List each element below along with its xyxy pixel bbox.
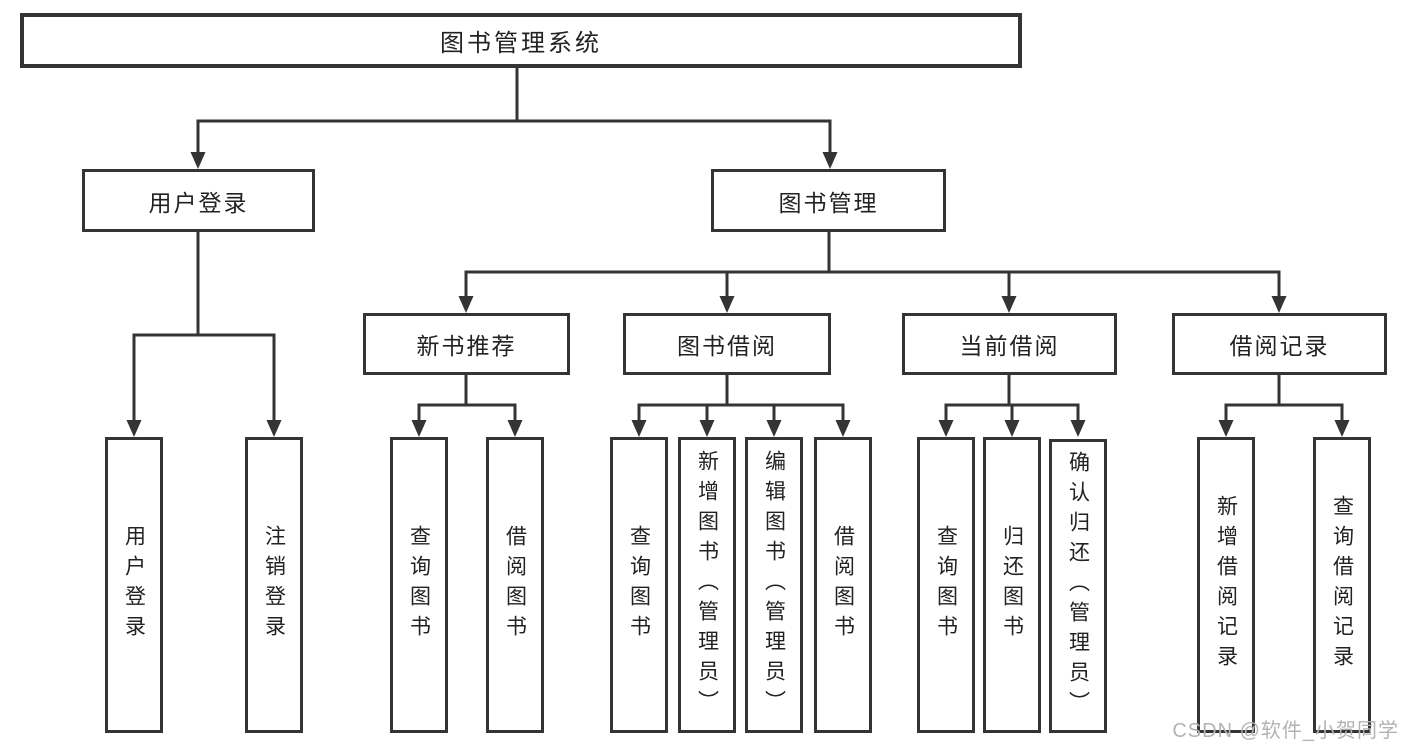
node-book-borrow: 图书借阅 (623, 313, 831, 375)
node-borrow-records: 借阅记录 (1172, 313, 1387, 375)
leaf-query-books-borrow: 查询图书 (610, 437, 668, 733)
watermark: CSDN @软件_小贺同学 (1172, 720, 1399, 742)
leaf-borrow-books: 借阅图书 (814, 437, 872, 733)
node-current-borrow: 当前借阅 (902, 313, 1117, 375)
leaf-query-borrow-record: 查询借阅记录 (1313, 437, 1371, 733)
leaf-edit-book-admin: 编辑图书（管理员） (745, 437, 803, 733)
leaf-user-login: 用户登录 (105, 437, 163, 733)
leaf-borrow-books-recommend: 借阅图书 (486, 437, 544, 733)
node-new-book-recommend: 新书推荐 (363, 313, 570, 375)
leaf-query-books-recommend: 查询图书 (390, 437, 448, 733)
node-book-management: 图书管理 (711, 169, 946, 232)
leaf-logout: 注销登录 (245, 437, 303, 733)
leaf-confirm-return-admin: 确认归还（管理员） (1049, 439, 1107, 733)
node-library-system: 图书管理系统 (20, 13, 1022, 68)
leaf-return-books: 归还图书 (983, 437, 1041, 733)
node-user-login: 用户登录 (82, 169, 315, 232)
leaf-add-borrow-record: 新增借阅记录 (1197, 437, 1255, 733)
leaf-query-books-current: 查询图书 (917, 437, 975, 733)
leaf-add-book-admin: 新增图书（管理员） (678, 437, 736, 733)
